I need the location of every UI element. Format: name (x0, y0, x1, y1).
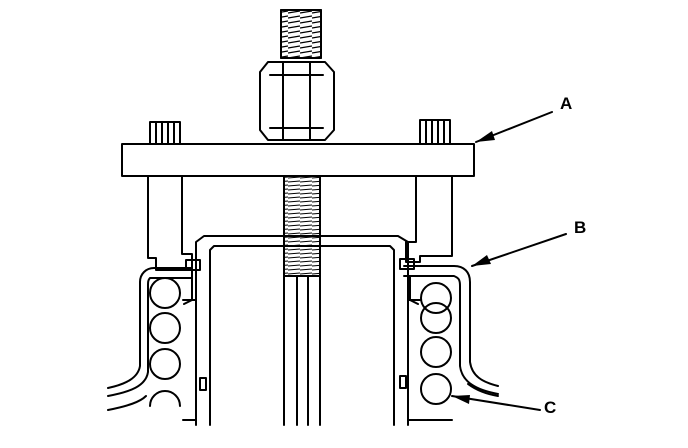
right-retainer-tab (399, 258, 415, 270)
right-bearing-shell (403, 265, 499, 395)
right-housing-pin (399, 375, 407, 389)
right-bolt-head (419, 119, 451, 145)
callout-b: B (574, 218, 587, 237)
callout-c: C (544, 398, 557, 417)
left-flange (107, 395, 147, 411)
left-bearing-shell (107, 267, 193, 397)
arrowhead-b (472, 255, 491, 266)
arrowhead-c (452, 395, 470, 404)
puller-crossbar (121, 143, 475, 177)
threaded-shaft (283, 175, 321, 426)
inner-housing (195, 235, 409, 426)
arrowhead-a (476, 131, 495, 142)
right-flange (467, 383, 499, 397)
right-roller-bearings (407, 282, 453, 421)
left-housing-pin (199, 377, 207, 391)
left-puller-leg (147, 175, 193, 271)
callout-a: A (560, 94, 573, 113)
hex-nut (259, 61, 335, 141)
left-bolt-head (149, 121, 181, 145)
threaded-shaft-top (280, 9, 322, 59)
right-puller-leg (405, 175, 453, 263)
left-roller-bearings (149, 277, 197, 421)
